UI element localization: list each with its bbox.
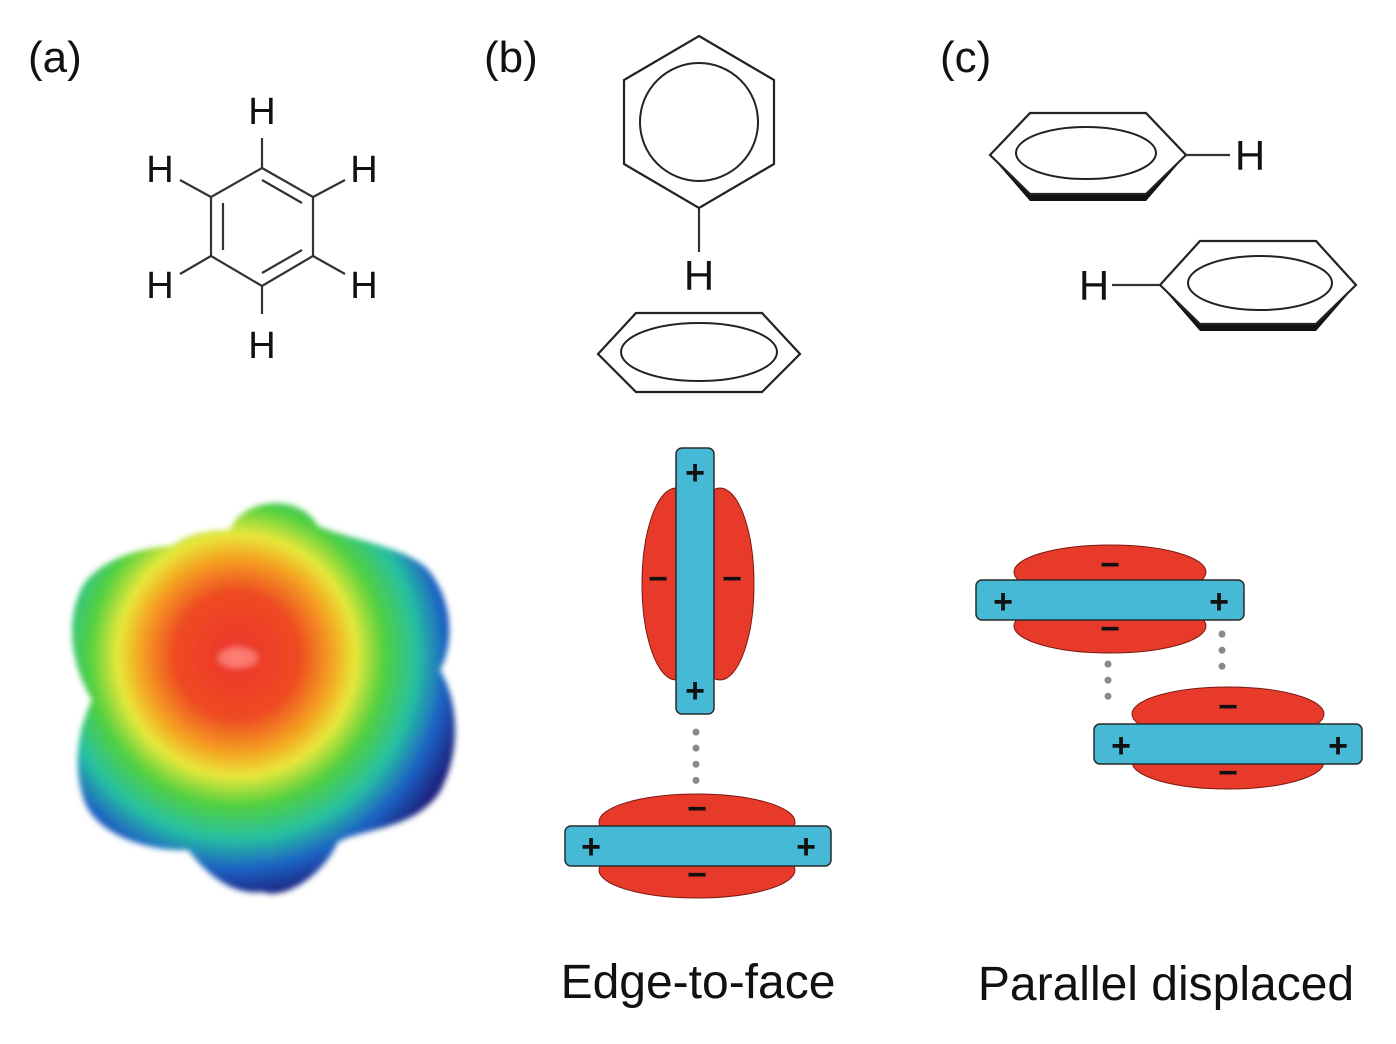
negative-charge: − — [687, 790, 707, 828]
ch-bond — [312, 179, 346, 198]
benzene-ring-bonds — [209, 166, 315, 288]
hydrogen-atom-label: H — [248, 325, 275, 367]
panel-c-label: (c) — [940, 33, 991, 82]
edge-to-face-caption: Edge-to-face — [561, 956, 836, 1009]
sigma-framework-bar — [675, 447, 715, 715]
panel-c: (c) H H + + − − — [940, 33, 1363, 1011]
benzene-hexagon-perspective — [596, 311, 802, 394]
positive-charge: + — [796, 828, 816, 866]
ch-bond — [179, 179, 212, 198]
upright-benzene: H — [622, 34, 776, 299]
negative-charge: − — [1100, 546, 1120, 584]
positive-charge: + — [581, 828, 601, 866]
hydrogen-atom-label: H — [350, 149, 377, 191]
negative-charge: − — [1218, 754, 1238, 792]
aromatic-circle — [639, 62, 759, 182]
positive-charge: + — [685, 454, 705, 492]
negative-charge: − — [687, 856, 707, 894]
ch-bond — [179, 255, 212, 275]
sigma-framework-bar — [564, 825, 832, 867]
negative-charge: − — [1100, 610, 1120, 648]
positive-charge: + — [1328, 727, 1348, 765]
sigma-framework-bar — [1093, 723, 1363, 765]
upper-quadrupole: + + − − — [975, 544, 1245, 654]
positive-charge: + — [685, 672, 705, 710]
panel-b: (b) H + + − − + — [484, 33, 835, 1009]
ch-bond — [312, 255, 346, 275]
double-bond — [261, 249, 303, 274]
aromatic-ellipse — [620, 322, 778, 382]
hydrogen-atom-label: H — [1235, 132, 1265, 179]
double-bond — [261, 179, 303, 204]
positive-charge: + — [1209, 583, 1229, 621]
panel-a: (a) H H H H H H — [28, 33, 456, 894]
sigma-framework-bar — [975, 579, 1245, 621]
negative-charge: − — [648, 560, 668, 598]
esp-highlight — [218, 648, 258, 668]
positive-charge: + — [1111, 727, 1131, 765]
esp-surface — [72, 503, 456, 894]
hydrogen-atom-label: H — [1079, 262, 1109, 309]
horizontal-quadrupole: + + − − — [564, 790, 832, 899]
hydrogen-atom-label: H — [146, 265, 173, 307]
benzene-hexagon — [622, 34, 776, 210]
panel-a-label: (a) — [28, 33, 82, 82]
benzene-structural-formula: H H H H H H — [146, 91, 377, 367]
flat-benzene — [596, 311, 802, 394]
negative-charge: − — [722, 560, 742, 598]
hydrogen-atom-label: H — [248, 91, 275, 133]
hydrogen-atom-label: H — [350, 265, 377, 307]
negative-charge: − — [1218, 688, 1238, 726]
aromatic-ellipse — [1187, 255, 1333, 311]
aromatic-ellipse — [1015, 126, 1157, 180]
benzene-hexagon-perspective — [1158, 239, 1358, 326]
hydrogen-atom-label: H — [146, 149, 173, 191]
lower-benzene: H — [1079, 239, 1358, 331]
parallel-displaced-caption: Parallel displaced — [978, 958, 1354, 1011]
upper-benzene: H — [988, 111, 1265, 201]
electrostatic-potential-map — [72, 503, 456, 894]
positive-charge: + — [993, 583, 1013, 621]
panel-b-label: (b) — [484, 33, 538, 82]
hydrogen-atom-label: H — [684, 252, 714, 299]
vertical-quadrupole: + + − − — [641, 447, 755, 715]
lower-quadrupole: + + − − — [1093, 686, 1363, 792]
